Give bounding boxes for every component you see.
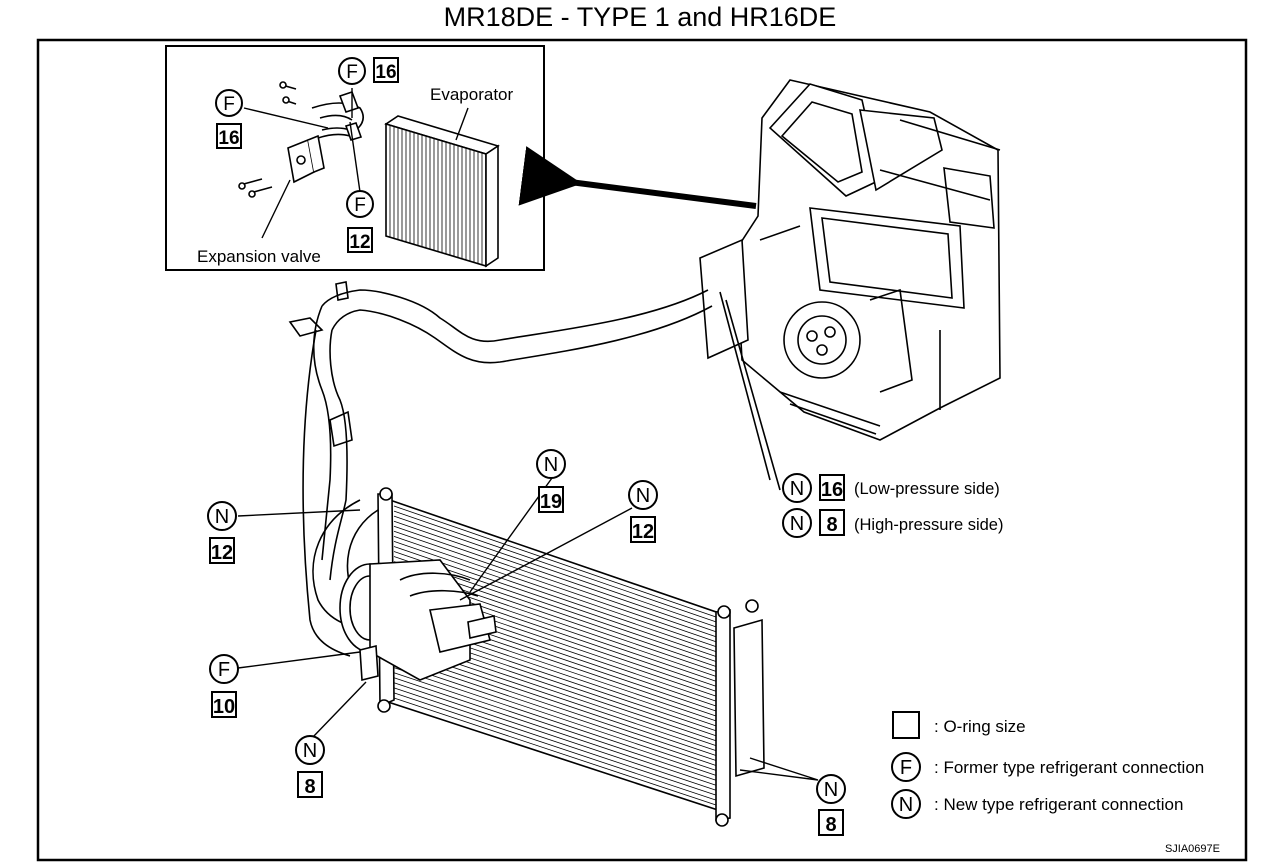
svg-text:8: 8 [825,814,836,836]
compressor [339,559,497,682]
svg-text:(Low-pressure side): (Low-pressure side) [854,480,1000,498]
page-title: MR18DE - TYPE 1 and HR16DE [443,2,837,32]
condenser [377,487,765,827]
svg-text:N: N [215,506,229,528]
svg-text:N: N [544,454,558,476]
inset-bolts [238,81,297,198]
svg-text:(High-pressure side): (High-pressure side) [854,516,1003,534]
svg-text:: O-ring size: : O-ring size [934,717,1026,736]
leader-lines [237,477,819,781]
legend-oring: : O-ring size [892,711,1026,739]
expansion-valve-label: Expansion valve [197,247,321,266]
callout-bottom-right-n: N 8 [816,774,846,836]
svg-text:F: F [218,659,230,681]
svg-text:F: F [900,757,912,779]
svg-text:12: 12 [211,542,233,564]
svg-text:N: N [303,740,317,762]
evaporator-label: Evaporator [430,85,513,104]
svg-text:16: 16 [821,479,843,501]
svg-text:N: N [899,794,913,816]
inset-callout-f16-left: F 16 [215,89,243,149]
callout-compressor-19: N 19 [536,449,566,513]
inset-callout-f12: F 12 [346,190,374,253]
svg-text:12: 12 [349,232,370,253]
legend-new: N : New type refrigerant connection [891,789,1183,819]
diagram-frame [36,38,1248,862]
svg-text:12: 12 [632,521,654,543]
svg-text:19: 19 [540,491,562,513]
svg-text:10: 10 [213,696,235,718]
svg-text:N: N [790,513,804,535]
svg-text:8: 8 [826,514,837,536]
callout-low-pressure: N 16 (Low-pressure side) [782,473,1000,503]
callout-high-pressure: N 8 (High-pressure side) [782,508,1003,538]
figure-code: SJIA0697E [1165,843,1220,855]
callout-compressor-12: N 12 [628,480,658,543]
expansion-valve [287,90,364,184]
svg-text:16: 16 [375,62,396,83]
svg-text:F: F [346,62,358,83]
inset-arrow [518,146,757,209]
svg-text:: New type refrigerant connect: : New type refrigerant connection [934,795,1183,814]
svg-text:N: N [790,478,804,500]
callout-bottom-left-n: N 8 [295,735,325,798]
svg-text:N: N [636,485,650,507]
heater-cooling-unit [699,79,1001,441]
svg-text:16: 16 [218,128,239,149]
svg-text:N: N [824,779,838,801]
callout-left-lower-f: F 10 [209,654,239,718]
evaporator-core [384,115,500,268]
callout-left-upper: N 12 [207,501,237,564]
svg-text:8: 8 [304,776,315,798]
legend-former: F : Former type refrigerant connection [891,752,1204,782]
legend: : O-ring size F : Former type refrigeran… [891,711,1204,819]
inset-callout-f16-top: F 16 [338,57,399,85]
svg-text:: Former type refrigerant conn: : Former type refrigerant connection [934,758,1204,777]
inset-panel: F 16 F 16 F 12 Evaporator Expansion valv… [165,45,545,271]
svg-text:F: F [223,94,235,115]
svg-text:F: F [354,195,366,216]
